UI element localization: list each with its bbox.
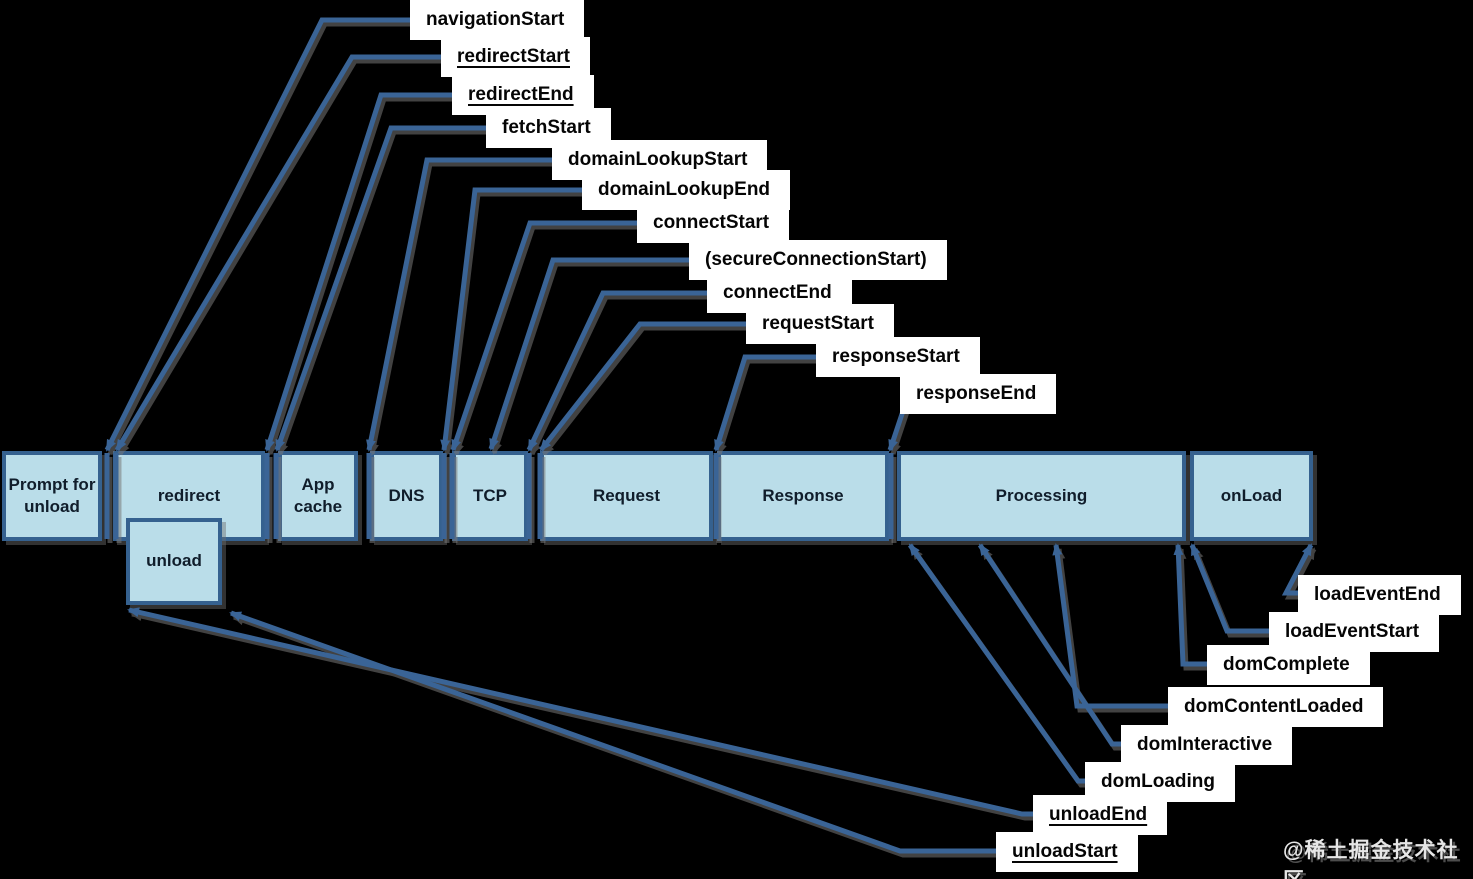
connector-domainLookupStart (366, 156, 562, 452)
connector-responseStart (713, 353, 824, 452)
connector-domContentLoaded (1052, 543, 1175, 710)
event-label-loadEventEnd: loadEventEnd (1298, 575, 1461, 615)
event-label-unloadEnd: unloadEnd (1033, 795, 1168, 835)
connector-domInteractive (977, 543, 1128, 748)
box-dns: DNS (370, 451, 443, 541)
event-label-domContentLoaded: domContentLoaded (1168, 687, 1384, 727)
event-label-unloadStart: unloadStart (996, 832, 1138, 872)
box-unload: unload (126, 518, 222, 605)
event-label-connectStart: connectStart (637, 203, 790, 243)
box-processing: Processing (897, 451, 1186, 541)
event-label-domInteractive: domInteractive (1121, 725, 1293, 765)
connector-connectStart (450, 219, 647, 452)
connector-navigationStart (104, 16, 422, 452)
connector-redirectEnd (264, 91, 460, 452)
box-response: Response (717, 451, 889, 541)
connector-redirectStart (114, 53, 450, 452)
event-label-domComplete: domComplete (1207, 645, 1370, 685)
event-label-fetchStart: fetchStart (486, 108, 611, 148)
connector-connectEnd (526, 289, 715, 452)
box-tcp: TCP (452, 451, 528, 541)
connector-fetchStart (274, 124, 494, 452)
box-prompt-for-unload: Prompt for unload (2, 451, 102, 541)
box-onload: onLoad (1190, 451, 1313, 541)
connector-unloadStart (229, 610, 1003, 855)
event-label-redirectStart: redirectStart (441, 37, 590, 77)
connector-unloadEnd (127, 607, 1040, 818)
box-app-cache: App cache (278, 451, 358, 541)
connector-domLoading (907, 543, 1092, 785)
event-label-secureConnectionStart: (secureConnectionStart) (689, 240, 947, 280)
connector-secureConnectionStart (488, 256, 697, 451)
connector-loadEventStart (1189, 543, 1276, 635)
connector-domainLookupEnd (440, 186, 592, 452)
box-request: Request (540, 451, 713, 541)
juejin-watermark: @稀土掘金技术社区 (1283, 839, 1459, 879)
event-label-responseEnd: responseEnd (900, 374, 1057, 414)
event-label-responseStart: responseStart (816, 337, 980, 377)
event-label-navigationStart: navigationStart (410, 0, 585, 40)
connector-requestStart (539, 320, 754, 452)
